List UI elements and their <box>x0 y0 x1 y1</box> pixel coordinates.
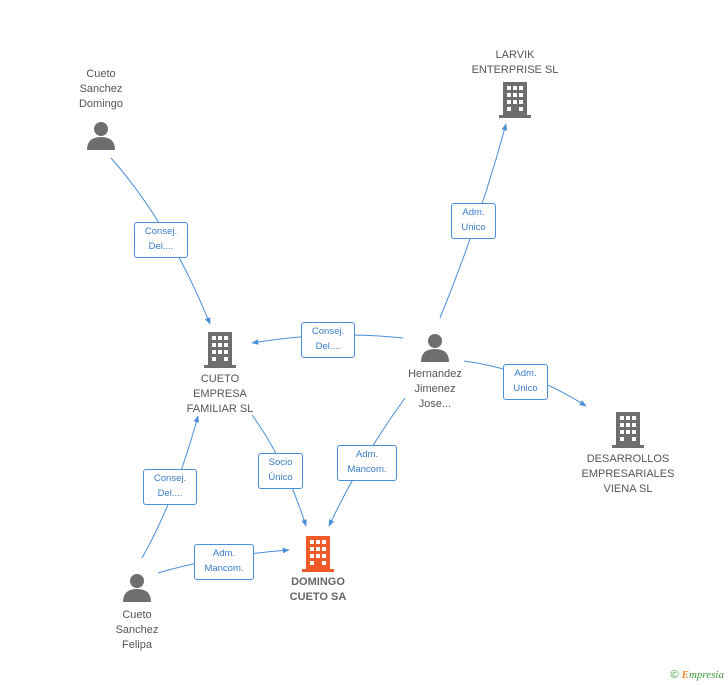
edge-label-socio-unico[interactable]: Socio Único <box>258 453 303 489</box>
node-cueto-sanchez-felipa[interactable]: Cueto Sanchez Felipa <box>92 572 182 653</box>
edge-label-adm-unico[interactable]: Adm. Unico <box>503 364 548 400</box>
node-label: DESARROLLOS EMPRESARIALES VIENA SL <box>581 453 675 495</box>
empresia-watermark: © Empresia <box>670 669 724 681</box>
node-label: Hernandez Jimenez Jose... <box>408 368 462 410</box>
building-icon <box>204 332 236 368</box>
person-icon <box>87 122 115 150</box>
node-label: CUETO EMPRESA FAMILIAR SL <box>186 373 254 415</box>
person-icon <box>421 334 449 362</box>
edge-label-consej-del[interactable]: Consej. Del.... <box>143 469 197 505</box>
edge-label-consej-del[interactable]: Consej. Del.... <box>301 322 355 358</box>
node-hernandez-jimenez[interactable]: Hernandez Jimenez Jose... <box>390 332 480 412</box>
building-icon <box>302 536 334 572</box>
node-label: DOMINGO CUETO SA <box>289 576 347 603</box>
node-larvik-enterprise[interactable]: LARVIK ENTERPRISE SL <box>460 48 570 118</box>
node-label: Cueto Sanchez Domingo <box>78 68 124 110</box>
node-label: Cueto Sanchez Felipa <box>115 609 159 651</box>
edge-label-consej-del[interactable]: Consej. Del.... <box>134 222 188 258</box>
node-desarrollos-empresariales[interactable]: DESARROLLOS EMPRESARIALES VIENA SL <box>572 412 684 497</box>
node-domingo-cueto-sa[interactable]: DOMINGO CUETO SA <box>268 536 368 605</box>
edge-label-adm-unico[interactable]: Adm. Unico <box>451 203 496 239</box>
brand-logo: Empresia <box>681 669 724 681</box>
copyright-icon: © <box>670 669 679 681</box>
node-cueto-empresa-familiar[interactable]: CUETO EMPRESA FAMILIAR SL <box>170 332 270 417</box>
node-label: LARVIK ENTERPRISE SL <box>471 49 559 76</box>
edge-label-adm-mancom[interactable]: Adm. Mancom. <box>337 445 397 481</box>
node-cueto-sanchez-domingo[interactable]: Cueto Sanchez Domingo <box>56 67 146 150</box>
edge-label-adm-mancom[interactable]: Adm. Mancom. <box>194 544 254 580</box>
building-icon <box>612 412 644 448</box>
person-icon <box>123 574 151 602</box>
building-icon <box>499 82 531 118</box>
